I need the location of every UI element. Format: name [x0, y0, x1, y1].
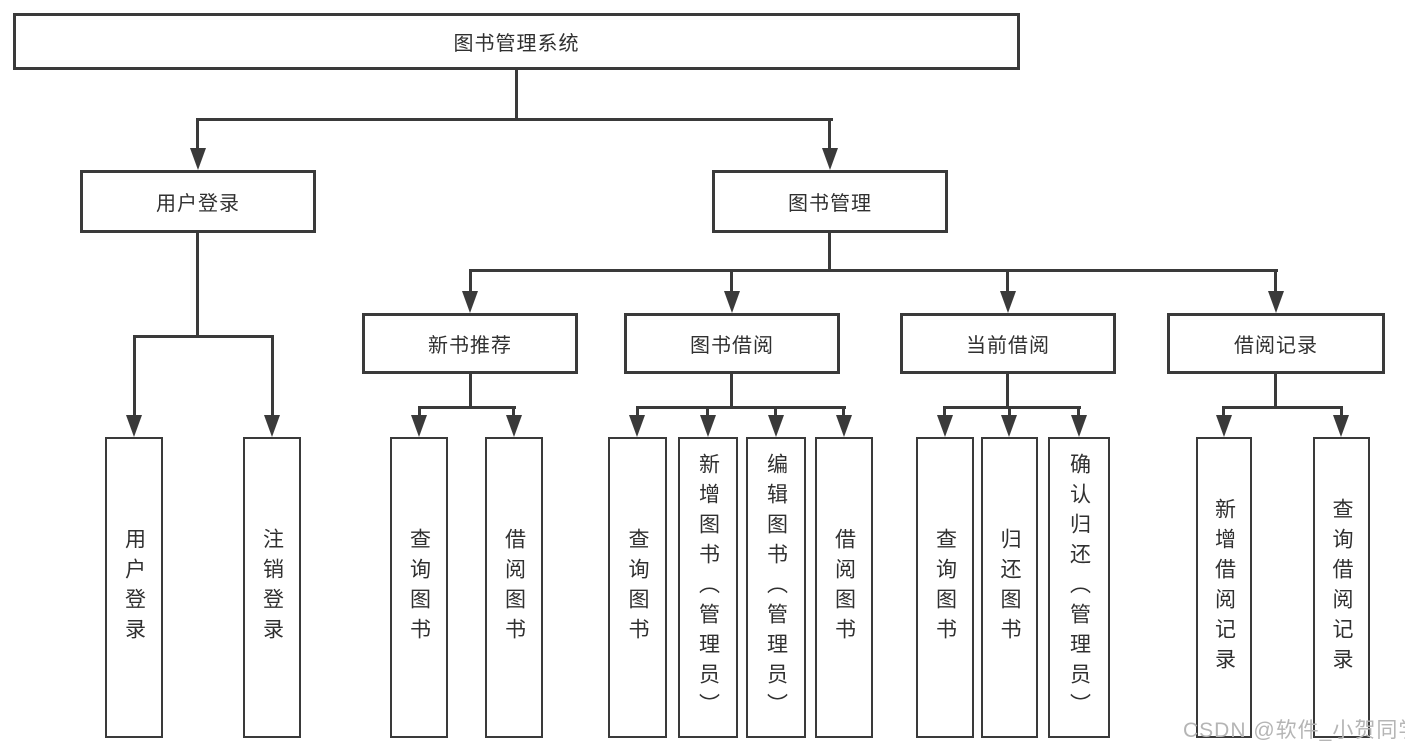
connector-line — [133, 335, 136, 417]
node-label: 查询图书 — [626, 527, 649, 648]
node-label: 注销登录 — [260, 527, 284, 648]
connector-line — [418, 406, 421, 417]
arrow-down-icon — [836, 415, 852, 437]
arrow-down-icon — [937, 415, 953, 437]
connector-line — [469, 374, 472, 409]
connector-line — [730, 269, 733, 293]
arrow-down-icon — [126, 415, 142, 437]
arrow-down-icon — [462, 291, 478, 313]
leaf-user-login: 用户登录 — [105, 437, 163, 738]
arrow-down-icon — [724, 291, 740, 313]
watermark-text: CSDN @软件_小贺同学 — [1183, 719, 1405, 742]
node-root: 图书管理系统 — [13, 13, 1020, 70]
node-label: 用户登录 — [156, 193, 240, 215]
connector-line — [515, 70, 518, 120]
arrow-down-icon — [1268, 291, 1284, 313]
connector-line — [1340, 406, 1343, 417]
node-book-borrowing: 图书借阅 — [624, 313, 840, 374]
arrow-down-icon — [1333, 415, 1349, 437]
connector-line — [636, 406, 639, 417]
connector-line — [1274, 269, 1277, 293]
node-label: 用户登录 — [122, 527, 146, 648]
connector-line — [133, 335, 274, 338]
arrow-down-icon — [506, 415, 522, 437]
arrow-down-icon — [700, 415, 716, 437]
leaf-query-books-borrowing: 查询图书 — [608, 437, 667, 738]
connector-line — [196, 233, 199, 338]
node-label: 借阅记录 — [1234, 335, 1318, 357]
connector-line — [828, 118, 831, 150]
connector-line — [469, 269, 472, 293]
connector-line — [774, 406, 777, 417]
leaf-query-books-current: 查询图书 — [916, 437, 974, 738]
leaf-query-borrow-record: 查询借阅记录 — [1313, 437, 1370, 738]
node-user-login-branch: 用户登录 — [80, 170, 316, 233]
connector-line — [943, 406, 946, 417]
node-label: 查询图书 — [933, 527, 957, 648]
connector-line — [943, 406, 1081, 409]
node-book-management-branch: 图书管理 — [712, 170, 948, 233]
node-new-book-recommend: 新书推荐 — [362, 313, 578, 374]
arrow-down-icon — [1001, 415, 1017, 437]
connector-line — [730, 374, 733, 409]
arrow-down-icon — [768, 415, 784, 437]
connector-line — [469, 269, 1278, 272]
leaf-edit-book-admin: 编辑图书（管理员） — [746, 437, 806, 738]
leaf-add-book-admin: 新增图书（管理员） — [678, 437, 738, 738]
node-label: 编辑图书（管理员） — [764, 452, 788, 723]
arrow-down-icon — [629, 415, 645, 437]
connector-line — [636, 406, 846, 409]
node-label: 借阅图书 — [832, 527, 856, 648]
connector-line — [1008, 406, 1011, 417]
connector-line — [1222, 406, 1225, 417]
leaf-confirm-return-admin: 确认归还（管理员） — [1048, 437, 1110, 738]
connector-line — [271, 335, 274, 417]
arrow-down-icon — [1000, 291, 1016, 313]
connector-line — [1274, 374, 1277, 409]
connector-line — [1006, 269, 1009, 293]
connector-line — [842, 406, 845, 417]
leaf-borrow-books-recommend: 借阅图书 — [485, 437, 543, 738]
connector-line — [1222, 406, 1343, 409]
connector-line — [512, 406, 515, 417]
node-label: 查询借阅记录 — [1330, 497, 1353, 678]
node-current-borrowing: 当前借阅 — [900, 313, 1116, 374]
connector-line — [418, 406, 516, 409]
connector-line — [196, 118, 199, 150]
arrow-down-icon — [822, 148, 838, 170]
arrow-down-icon — [190, 148, 206, 170]
node-label: 新增图书（管理员） — [696, 452, 720, 723]
node-label: 查询图书 — [407, 527, 431, 648]
node-label: 图书借阅 — [690, 335, 774, 357]
node-borrowing-records: 借阅记录 — [1167, 313, 1385, 374]
node-label: 借阅图书 — [502, 527, 526, 648]
connector-line — [1006, 374, 1009, 409]
node-label: 新书推荐 — [428, 335, 512, 357]
arrow-down-icon — [1216, 415, 1232, 437]
leaf-logout: 注销登录 — [243, 437, 301, 738]
node-label: 图书管理 — [788, 193, 872, 215]
connector-line — [706, 406, 709, 417]
leaf-borrow-books: 借阅图书 — [815, 437, 873, 738]
node-label: 确认归还（管理员） — [1067, 452, 1091, 723]
connector-line — [1077, 406, 1080, 417]
arrow-down-icon — [264, 415, 280, 437]
node-label: 新增借阅记录 — [1212, 497, 1236, 678]
connector-line — [828, 233, 831, 272]
leaf-query-books-recommend: 查询图书 — [390, 437, 448, 738]
node-label: 归还图书 — [998, 527, 1021, 648]
arrow-down-icon — [1071, 415, 1087, 437]
leaf-add-borrow-record: 新增借阅记录 — [1196, 437, 1252, 738]
node-label: 图书管理系统 — [453, 33, 580, 55]
leaf-return-books: 归还图书 — [981, 437, 1038, 738]
node-label: 当前借阅 — [966, 335, 1050, 357]
connector-line — [197, 118, 833, 121]
arrow-down-icon — [411, 415, 427, 437]
